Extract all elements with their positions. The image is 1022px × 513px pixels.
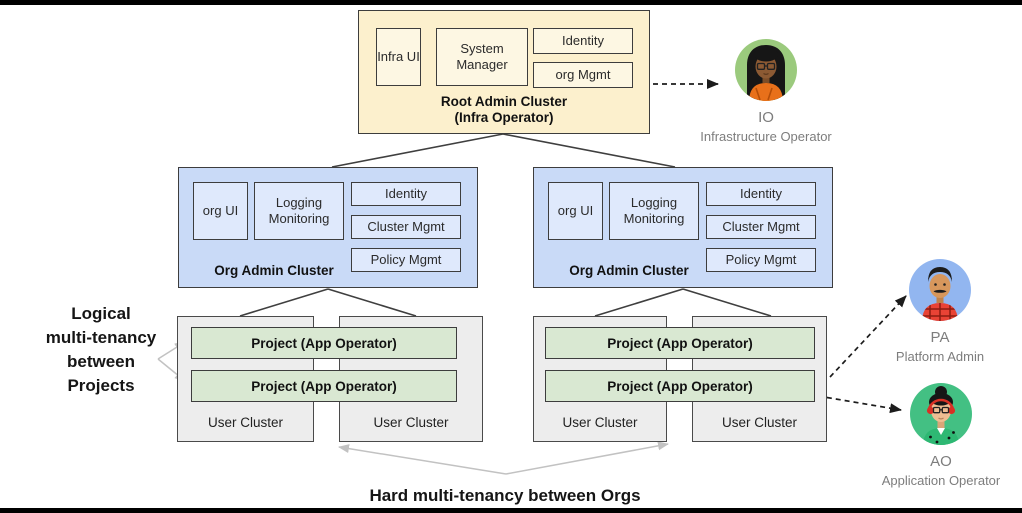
project-label: Project (App Operator) <box>251 335 397 351</box>
user-cluster-label: User Cluster <box>562 415 638 430</box>
component-system-manager: System Manager <box>436 28 528 86</box>
project-label: Project (App Operator) <box>607 378 753 394</box>
component-label: Policy Mgmt <box>370 252 442 268</box>
persona-role: Platform Admin <box>895 349 985 364</box>
component-label: Cluster Mgmt <box>722 219 800 235</box>
gray-arrow-orgs-left <box>338 444 507 475</box>
persona-role: Application Operator <box>881 473 1001 488</box>
component-label: Identity <box>740 186 782 202</box>
component-label: org Mgmt <box>555 67 611 83</box>
component-logging-monitoring: Logging Monitoring <box>254 182 344 240</box>
component-policy-mgmt: Policy Mgmt <box>351 248 461 272</box>
user-cluster-label: User Cluster <box>721 415 797 430</box>
persona-io: IO Infrastructure Operator <box>666 38 866 144</box>
persona-abbr: AO <box>930 453 952 470</box>
annotation-line: Logical <box>71 304 131 323</box>
org-admin-cluster-right-box: org UI Logging Monitoring Identity Clust… <box>533 167 833 288</box>
org-cluster-title: Org Admin Cluster <box>569 263 689 278</box>
logical-multitenancy-annotation: Logical multi-tenancy between Projects <box>8 302 194 398</box>
component-org-mgmt: org Mgmt <box>533 62 633 88</box>
org-admin-cluster-left-box: org UI Logging Monitoring Identity Clust… <box>178 167 478 288</box>
component-label: Identity <box>562 33 604 49</box>
project-bar: Project (App Operator) <box>545 370 815 402</box>
pa-avatar-icon <box>909 259 971 321</box>
user-cluster-label: User Cluster <box>207 415 283 430</box>
persona-abbr: PA <box>930 329 950 346</box>
root-cluster-title-line2: (Infra Operator) <box>454 110 554 125</box>
org-cluster-title: Org Admin Cluster <box>214 263 334 278</box>
persona-ao: AO Application Operator <box>841 382 1022 488</box>
component-label: Cluster Mgmt <box>367 219 445 235</box>
component-identity: Identity <box>706 182 816 206</box>
annotation-line: Projects <box>67 376 135 395</box>
top-border-bar <box>0 0 1022 5</box>
component-identity: Identity <box>351 182 461 206</box>
io-avatar-icon <box>735 39 797 101</box>
component-label: Identity <box>385 186 427 202</box>
component-identity: Identity <box>533 28 633 54</box>
component-infra-ui: Infra UI <box>376 28 421 86</box>
root-cluster-title: Root Admin Cluster (Infra Operator) <box>359 94 649 126</box>
component-label: org UI <box>202 203 239 219</box>
component-org-ui: org UI <box>548 182 603 240</box>
component-label: Logging Monitoring <box>623 195 685 226</box>
component-cluster-mgmt: Cluster Mgmt <box>706 215 816 239</box>
persona-role: Infrastructure Operator <box>700 129 832 144</box>
component-policy-mgmt: Policy Mgmt <box>706 248 816 272</box>
dashed-arrow-cluster-to-pa <box>829 295 907 378</box>
persona-pa: PA Platform Admin <box>840 258 1022 364</box>
line-root-to-org-right <box>502 133 676 168</box>
bottom-border-bar <box>0 508 1022 513</box>
component-org-ui: org UI <box>193 182 248 240</box>
project-bar: Project (App Operator) <box>191 370 457 402</box>
component-label: Policy Mgmt <box>725 252 797 268</box>
gray-arrow-orgs-right <box>505 441 669 475</box>
annotation-line: between <box>66 352 136 371</box>
component-cluster-mgmt: Cluster Mgmt <box>351 215 461 239</box>
component-label: org UI <box>557 203 594 219</box>
line-orgright-to-usercluster-4 <box>682 288 772 317</box>
hard-multitenancy-annotation: Hard multi-tenancy between Orgs <box>369 486 641 505</box>
line-orgright-to-usercluster-3 <box>594 288 684 317</box>
annotation-line: multi-tenancy <box>45 328 157 347</box>
line-orgleft-to-usercluster-2 <box>327 288 417 317</box>
line-root-to-org-left <box>331 133 504 168</box>
root-admin-cluster-box: Infra UI System Manager Identity org Mgm… <box>358 10 650 134</box>
user-cluster-label: User Cluster <box>373 415 449 430</box>
project-label: Project (App Operator) <box>607 335 753 351</box>
component-label: Infra UI <box>377 49 420 65</box>
root-cluster-title-line1: Root Admin Cluster <box>440 94 568 109</box>
persona-abbr: IO <box>758 109 774 126</box>
ao-avatar-icon <box>910 383 972 445</box>
component-label: System Manager <box>456 41 508 72</box>
project-bar: Project (App Operator) <box>191 327 457 359</box>
component-label: Logging Monitoring <box>268 195 330 226</box>
project-bar: Project (App Operator) <box>545 327 815 359</box>
component-logging-monitoring: Logging Monitoring <box>609 182 699 240</box>
project-label: Project (App Operator) <box>251 378 397 394</box>
line-orgleft-to-usercluster-1 <box>239 288 329 317</box>
